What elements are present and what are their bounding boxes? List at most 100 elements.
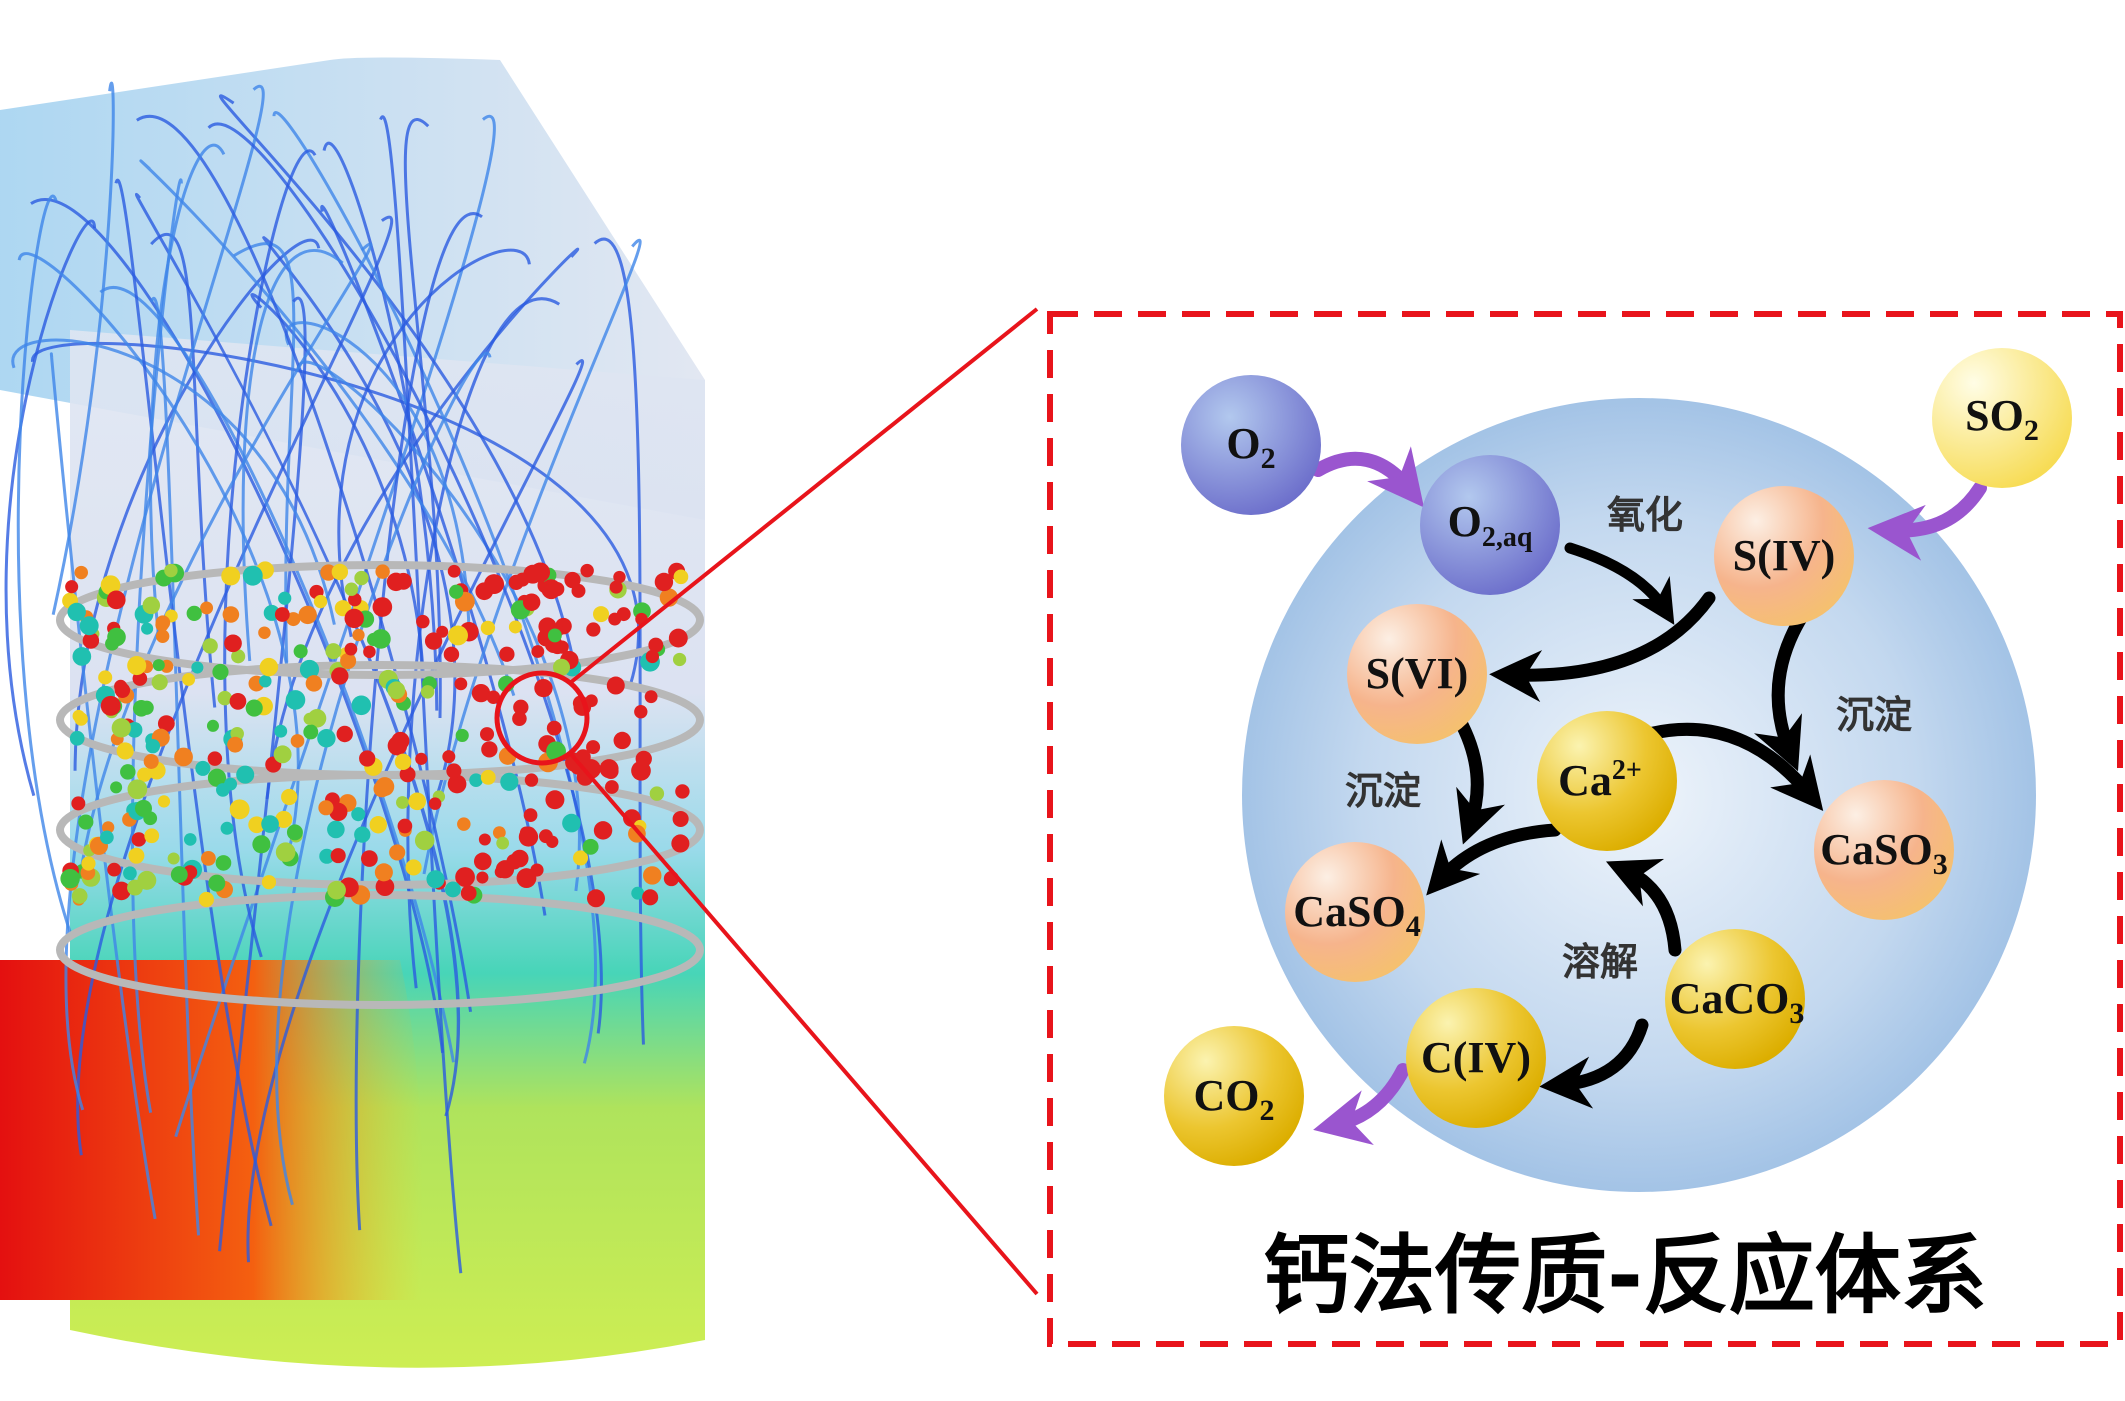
droplet bbox=[152, 659, 165, 672]
droplet bbox=[471, 683, 491, 703]
arrow-o2aq-oxidation bbox=[1564, 542, 1675, 625]
droplet bbox=[484, 574, 505, 595]
droplet bbox=[208, 874, 226, 892]
droplet bbox=[555, 640, 569, 654]
droplet bbox=[416, 614, 430, 629]
droplet bbox=[120, 764, 136, 780]
zoom-line-top bbox=[568, 307, 1039, 685]
node-o2: O2 bbox=[1181, 375, 1321, 515]
droplet bbox=[195, 760, 211, 776]
droplet bbox=[207, 768, 227, 787]
arrow-civ-co2 bbox=[1313, 1063, 1410, 1146]
droplet bbox=[155, 629, 170, 643]
svg-text:CO2: CO2 bbox=[1194, 1071, 1275, 1127]
droplet bbox=[480, 769, 496, 785]
droplets bbox=[60, 561, 690, 908]
droplet bbox=[516, 868, 537, 888]
svg-text:S(VI): S(VI) bbox=[1366, 649, 1469, 698]
droplet bbox=[552, 658, 571, 676]
droplet bbox=[327, 820, 345, 839]
droplet bbox=[455, 867, 475, 887]
droplet bbox=[245, 699, 263, 717]
droplet bbox=[573, 850, 589, 866]
droplet bbox=[524, 773, 539, 787]
droplet bbox=[648, 637, 664, 653]
cfd-absorber-tower bbox=[0, 57, 705, 1368]
droplet bbox=[143, 811, 158, 826]
streamline bbox=[322, 141, 439, 711]
droplet bbox=[344, 608, 364, 629]
droplet bbox=[145, 738, 161, 754]
droplet bbox=[274, 724, 288, 738]
droplet bbox=[344, 582, 359, 596]
droplet bbox=[274, 607, 290, 622]
arrow-caco3-ca bbox=[1605, 858, 1682, 957]
droplet bbox=[375, 564, 390, 579]
droplet bbox=[478, 833, 491, 846]
droplet bbox=[71, 796, 86, 811]
droplet bbox=[454, 677, 468, 691]
droplet bbox=[82, 632, 100, 649]
spray-layer-ring bbox=[56, 891, 704, 1009]
zoom-dashed-box bbox=[1047, 311, 2123, 1347]
droplet bbox=[186, 605, 202, 621]
droplet bbox=[455, 728, 469, 743]
droplet bbox=[562, 813, 581, 833]
svg-text:SO2: SO2 bbox=[1965, 391, 2039, 447]
droplet bbox=[212, 663, 229, 681]
arrow-siv-caso3 bbox=[1754, 603, 1813, 772]
arrow-siv-svi bbox=[1489, 591, 1716, 703]
droplet bbox=[143, 753, 159, 769]
droplet bbox=[207, 751, 223, 766]
svg-text:CaSO4: CaSO4 bbox=[1293, 887, 1420, 943]
droplet bbox=[671, 834, 690, 853]
streamline bbox=[241, 249, 344, 662]
droplet bbox=[227, 736, 244, 753]
droplet bbox=[216, 783, 230, 797]
svg-text:S(IV): S(IV) bbox=[1733, 531, 1836, 580]
droplet bbox=[217, 690, 233, 706]
droplet bbox=[447, 564, 461, 578]
droplet bbox=[319, 848, 335, 864]
droplet bbox=[182, 673, 196, 686]
droplet bbox=[449, 584, 464, 599]
droplet bbox=[351, 695, 372, 716]
droplet bbox=[299, 659, 320, 680]
droplet bbox=[71, 888, 88, 904]
droplet bbox=[81, 856, 96, 871]
svg-text:Ca2+: Ca2+ bbox=[1558, 755, 1642, 805]
droplet bbox=[174, 747, 193, 767]
droplet bbox=[391, 731, 410, 750]
droplet bbox=[363, 645, 376, 659]
droplet bbox=[111, 718, 131, 738]
droplet bbox=[481, 741, 498, 758]
droplet bbox=[586, 889, 605, 908]
flue-gas-inlet bbox=[0, 960, 423, 1300]
droplet bbox=[351, 807, 366, 822]
droplet bbox=[447, 774, 467, 794]
droplet bbox=[373, 780, 391, 798]
droplet bbox=[167, 852, 180, 865]
droplet bbox=[286, 612, 301, 627]
droplet bbox=[313, 594, 328, 609]
droplet bbox=[389, 844, 406, 861]
droplet bbox=[631, 760, 651, 781]
arrow-so2-absorb bbox=[1867, 481, 1987, 561]
droplet bbox=[105, 636, 120, 651]
magnifier bbox=[494, 307, 2123, 1347]
droplet bbox=[675, 784, 690, 799]
droplet bbox=[446, 763, 462, 779]
droplet bbox=[634, 705, 648, 719]
droplet bbox=[436, 625, 449, 638]
streamline bbox=[337, 248, 531, 638]
droplet bbox=[473, 852, 492, 871]
node-ca2plus: Ca2+ bbox=[1537, 711, 1677, 851]
droplet bbox=[523, 808, 538, 822]
droplet bbox=[331, 563, 349, 581]
droplet bbox=[74, 565, 88, 580]
droplet bbox=[303, 712, 316, 725]
droplet bbox=[424, 632, 443, 650]
droplet bbox=[155, 615, 171, 630]
droplet bbox=[67, 602, 86, 622]
label-oxidation: 氧化 bbox=[1607, 493, 1683, 537]
